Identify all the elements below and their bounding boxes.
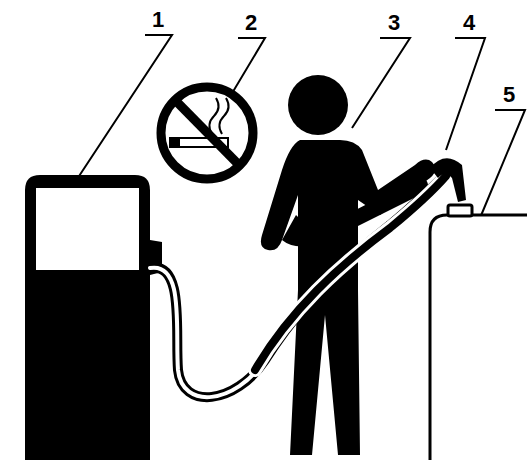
callout-number: 4 <box>463 11 475 35</box>
callout-number: 2 <box>245 11 257 35</box>
no-smoking-sign <box>161 87 253 179</box>
fuel-nozzle <box>430 158 466 202</box>
fuel-pump <box>25 175 162 460</box>
callout-number: 1 <box>152 8 164 32</box>
callout-number: 5 <box>503 83 515 107</box>
fuel-canister <box>430 205 527 460</box>
callout-number: 3 <box>388 11 400 35</box>
